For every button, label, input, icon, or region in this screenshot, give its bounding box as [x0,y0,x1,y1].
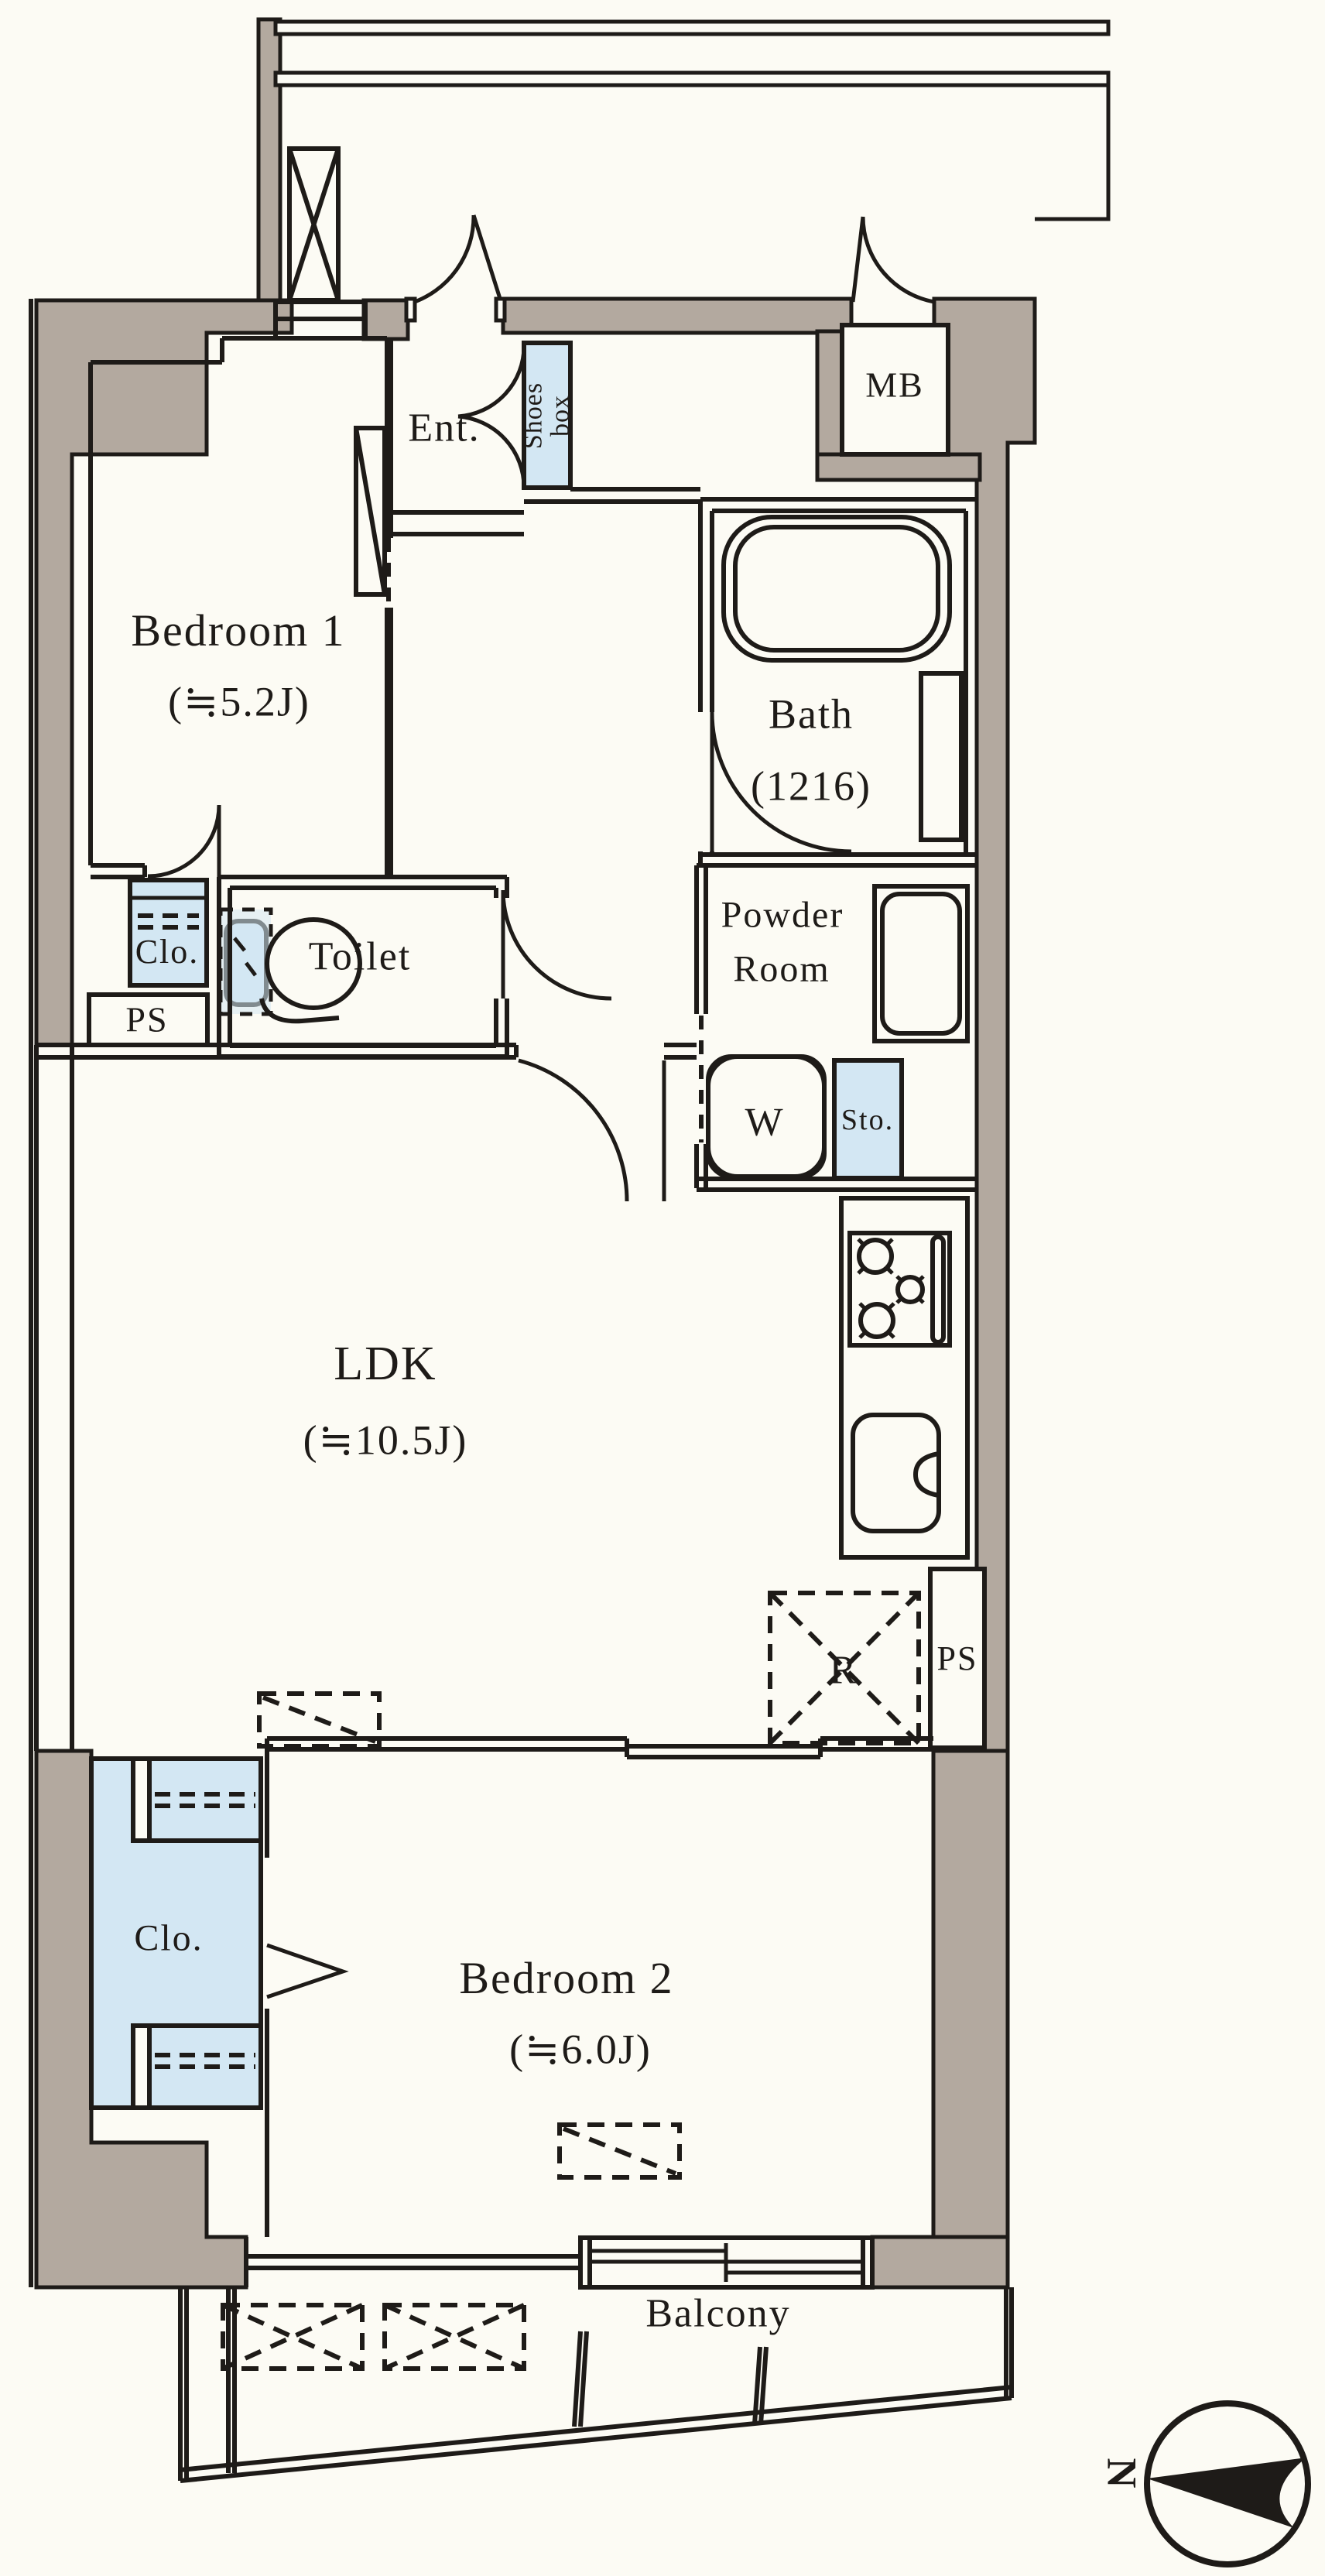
dashed-zones [221,1591,921,2371]
refrigerator-label: R [829,1648,858,1693]
pipe-space-left-label: PS [125,999,169,1040]
bath-fixtures [721,515,964,842]
powder-room-label-1: Powder [721,894,844,936]
bedroom2-ac-zone [557,2122,682,2180]
north-label: N [1098,2458,1145,2490]
balcony-label: Balcony [645,2291,791,2336]
toilet-label: Toilet [308,934,412,979]
washer-pan [706,1054,827,1179]
balcony-hatch-2 [382,2303,526,2371]
stove-grill [930,1235,946,1345]
pipe-space-right-label: PS [936,1639,978,1677]
balcony-sliding-door [578,2235,875,2290]
closet1-label: Clo. [135,932,200,971]
bath-size: (1216) [751,762,871,810]
ldk-size: (≒10.5J) [303,1416,468,1464]
burner-large-2 [858,1302,895,1339]
burner-small [895,1275,925,1304]
refrigerator-zone [768,1591,921,1745]
sliding-door-tracks [386,538,704,1142]
toilet-bowl [265,917,362,1010]
bath-counter [919,671,964,842]
wall-lines [29,299,1014,2483]
vanity-inner [880,892,962,1036]
doors [147,214,935,1999]
wall-fills [34,17,1037,2290]
bath-label: Bath [769,690,854,738]
entrance-label: Ent. [408,406,481,450]
compass-circle [1144,2400,1311,2567]
burner-large-1 [857,1238,894,1275]
balcony-hatch-1 [221,2303,365,2371]
kitchen [839,1196,970,1560]
north-arrow-icon [1147,2458,1306,2528]
washer-label: W [745,1100,785,1145]
north-compass [1144,2400,1311,2567]
bathtub-inner [733,525,940,653]
kitchen-sink [851,1413,941,1533]
meter-box-label: MB [865,365,924,405]
bedroom1-label: Bedroom 1 [131,605,346,656]
service-boxes [87,146,987,1750]
powder-room-label-2: Room [733,948,830,990]
ldk-label: LDK [334,1337,437,1390]
shoes-box-label: Shoes box [519,382,574,450]
meter-box-outline [840,323,950,457]
corridor-railing [273,19,1111,221]
pipe-space-right-outline [928,1567,987,1750]
closet2-label: Clo. [134,1917,204,1959]
bedroom2-size: (≒6.0J) [509,2026,652,2073]
storage-label: Sto. [841,1104,895,1137]
pipe-space-left-outline [87,992,210,1047]
closet2-outline [89,1756,263,2110]
storage-outline [832,1058,904,1180]
closet-hanger-rods [138,913,255,2069]
sink-faucet [912,1451,940,1498]
shoes-box-outline [522,341,573,490]
bedroom1-size: (≒5.2J) [168,678,310,725]
ldk-ac-zone [257,1691,382,1749]
bedroom2-label: Bedroom 2 [459,1953,674,2004]
powder-fixtures [706,884,970,1179]
